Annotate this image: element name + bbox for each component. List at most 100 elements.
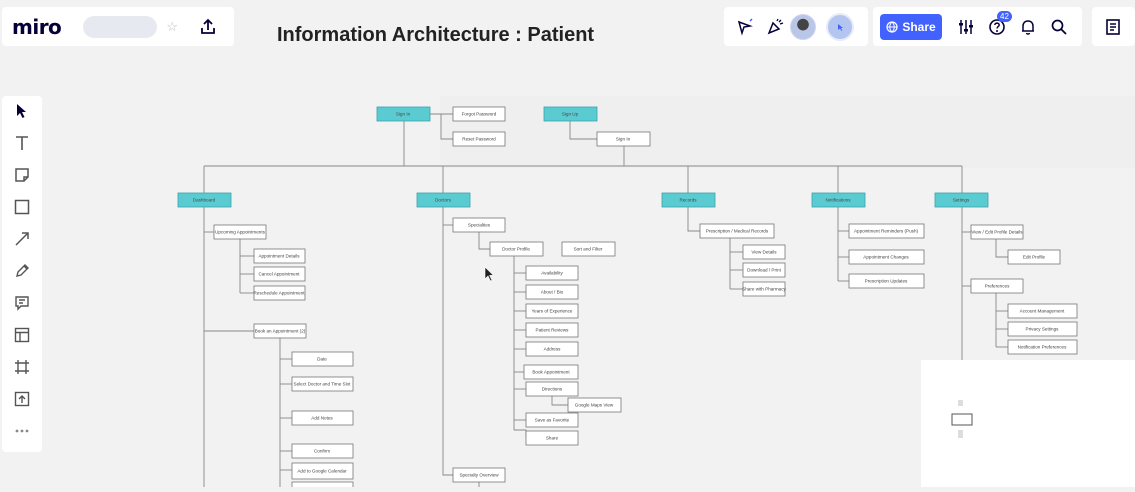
top-left-bar: miro ☆	[2, 7, 234, 46]
diagram-node-top[interactable]: Doctors	[416, 192, 471, 208]
minimap-panel[interactable]	[921, 360, 1135, 487]
frame-icon[interactable]	[11, 356, 33, 378]
text-icon[interactable]	[11, 132, 33, 154]
diagram-node[interactable]: Add to Google Calendar	[291, 462, 354, 480]
diagram-node[interactable]: Appointment Reminders (Push)	[848, 223, 925, 239]
notes-bar	[1092, 7, 1135, 46]
node-label: Save as Favorite	[535, 418, 570, 423]
diagram-node[interactable]: Specialties	[452, 217, 506, 233]
diagram-node[interactable]: Doctor Profile	[489, 241, 544, 257]
node-label: Download / Print	[747, 268, 781, 273]
diagram-node[interactable]: Date	[291, 351, 354, 367]
shape-icon[interactable]	[11, 196, 33, 218]
notes-icon[interactable]	[1102, 16, 1124, 38]
node-label: Sign In	[616, 137, 631, 142]
node-label: Availability	[541, 271, 563, 276]
node-label: Book Appointment	[532, 370, 570, 375]
diagram-node[interactable]: Book an Appointment (2)	[253, 323, 307, 339]
diagram-node[interactable]: About / Bio	[525, 284, 579, 300]
diagram-node[interactable]: Directions	[525, 381, 579, 397]
diagram-node[interactable]: Notification Preferences	[1007, 339, 1078, 355]
diagram-node[interactable]: Cancel Appointment	[253, 266, 306, 282]
node-label: Cancel Appointment	[258, 272, 300, 277]
search-icon[interactable]	[1048, 16, 1070, 38]
node-label: View / Edit Profile Details	[971, 230, 1023, 235]
comment-icon[interactable]	[11, 292, 33, 314]
diagram-node[interactable]: Years of Experience	[525, 303, 579, 319]
diagram-node-top[interactable]: Dashboard	[177, 192, 232, 208]
frame-template-icon[interactable]	[11, 324, 33, 346]
diagram-node[interactable]: Patient Reviews	[525, 322, 579, 338]
node-label: Edit Profile	[1023, 255, 1046, 260]
share-button[interactable]: Share	[880, 13, 942, 40]
diagram-node[interactable]: View Details	[742, 244, 786, 260]
diagram-node[interactable]: Confirm	[291, 443, 354, 459]
diagram-node-top[interactable]: Sign Up	[543, 106, 598, 122]
diagram-node[interactable]: Privacy Settings	[1007, 321, 1078, 337]
node-label: Reset Password	[462, 137, 496, 142]
collaborator-avatar[interactable]	[826, 12, 854, 41]
diagram-node[interactable]: Select Doctor and Time Slot	[291, 376, 354, 392]
node-label: Address	[544, 347, 562, 352]
party-popper-icon[interactable]	[764, 16, 786, 38]
diagram-node[interactable]: Appointment Changes	[848, 249, 925, 265]
board-name-field[interactable]	[83, 15, 158, 38]
collaboration-bar	[724, 7, 868, 46]
diagram-node[interactable]: Google Maps View	[567, 397, 622, 413]
diagram-node[interactable]: Preferences	[970, 278, 1024, 294]
diagram-node[interactable]: Forgot Password	[452, 106, 506, 122]
diagram-node-top[interactable]: Records	[661, 192, 716, 208]
diagram-node[interactable]: Reschedule Appointment	[253, 285, 306, 301]
node-label: Reschedule Appointment	[253, 291, 305, 296]
user-avatar[interactable]	[790, 13, 816, 40]
diagram-node[interactable]: Availability	[525, 265, 579, 281]
mouse-cursor-icon	[484, 266, 495, 282]
diagram-node-top[interactable]: Notifications	[811, 192, 866, 208]
miro-logo[interactable]: miro	[12, 14, 62, 39]
node-label: Records	[679, 198, 697, 203]
diagram-node[interactable]: Share with Pharmacy	[742, 281, 787, 297]
diagram-node[interactable]: Save as Favorite	[525, 412, 579, 428]
diagram-node-top[interactable]: Sign In	[376, 106, 431, 122]
diagram-node-top[interactable]: Settings	[934, 192, 989, 208]
star-icon[interactable]: ☆	[166, 18, 178, 34]
diagram-node[interactable]: Add Notes	[291, 410, 354, 426]
upload-icon[interactable]	[11, 388, 33, 410]
upload-icon[interactable]	[198, 17, 218, 37]
node-label: Add to Google Calendar	[297, 469, 347, 474]
diagram-node[interactable]: Sign In	[596, 131, 651, 147]
node-label: Prescription / Medical Records	[706, 229, 769, 234]
diagram-node[interactable]: Share	[525, 430, 579, 446]
share-toolbar: Share 42	[873, 7, 1082, 46]
diagram-node[interactable]	[291, 481, 354, 487]
more-icon[interactable]	[11, 420, 33, 442]
diagram-node[interactable]: Sort and Filter	[561, 241, 616, 257]
node-label: Preferences	[985, 284, 1010, 289]
node-label: Privacy Settings	[1026, 327, 1060, 332]
diagram-node[interactable]: Prescription / Medical Records	[699, 223, 775, 239]
diagram-node[interactable]: Specialty Overview	[452, 467, 506, 483]
sliders-icon[interactable]	[955, 16, 977, 38]
diagram-node[interactable]: View / Edit Profile Details	[970, 224, 1024, 240]
bell-icon[interactable]	[1017, 16, 1039, 38]
diagram-node[interactable]: Address	[525, 341, 579, 357]
notification-count-badge: 42	[997, 11, 1012, 22]
diagram-node[interactable]: Edit Profile	[1007, 249, 1061, 265]
diagram-node[interactable]: Account Management	[1007, 303, 1078, 319]
node-label: Appointment Details	[258, 254, 300, 259]
diagram-node[interactable]: Appointment Details	[253, 248, 306, 264]
select-icon[interactable]	[11, 100, 33, 122]
diagram-node[interactable]: Prescription Updates	[848, 273, 925, 289]
diagram-node[interactable]: Book Appointment	[523, 364, 579, 380]
sticky-note-icon[interactable]	[11, 164, 33, 186]
diagram-node[interactable]: Reset Password	[452, 131, 506, 147]
minimap-viewport[interactable]	[951, 413, 973, 426]
node-label: Sign Up	[562, 112, 579, 117]
reactions-icon[interactable]	[734, 16, 756, 38]
diagram-node[interactable]: Upcoming Appointments	[213, 224, 267, 240]
node-label: Confirm	[314, 449, 330, 454]
diagram-node[interactable]: Download / Print	[742, 262, 786, 278]
arrow-icon[interactable]	[11, 228, 33, 250]
pen-icon[interactable]	[11, 260, 33, 282]
